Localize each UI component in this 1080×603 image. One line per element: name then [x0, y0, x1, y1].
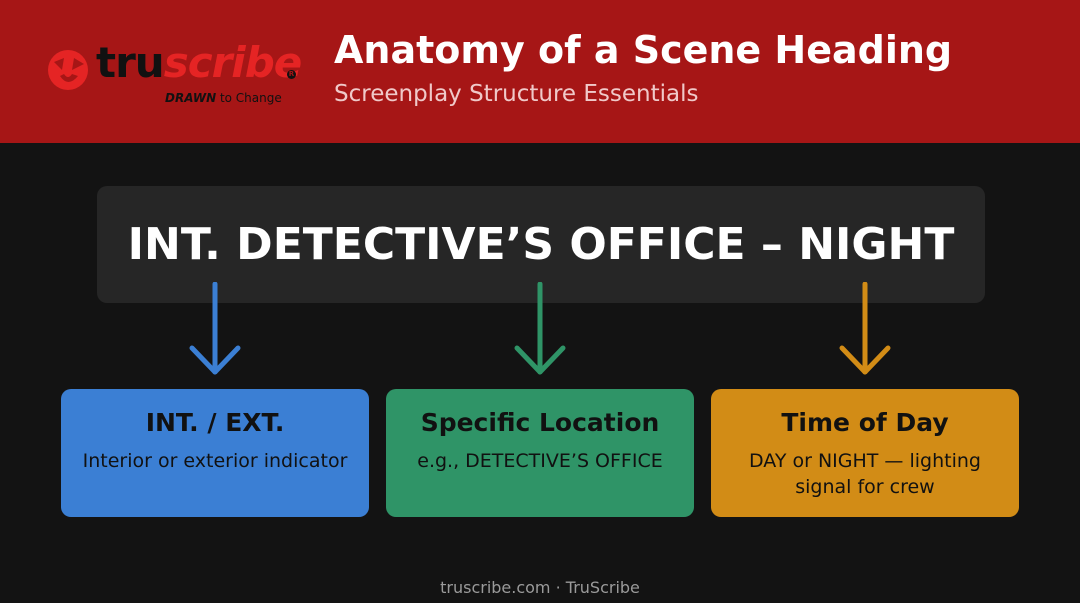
- page-title: Anatomy of a Scene Heading: [334, 28, 953, 72]
- page-subtitle: Screenplay Structure Essentials: [334, 81, 699, 107]
- part-card-location: Specific Location e.g., DETECTIVE’S OFFI…: [386, 389, 694, 517]
- truscribe-logo: truscribe R DRAWN to Change: [44, 38, 304, 114]
- part-card-title: INT. / EXT.: [145, 408, 285, 437]
- truscribe-logo-mark-icon: [48, 50, 88, 90]
- part-card-time-of-day: Time of Day DAY or NIGHT — lighting sign…: [711, 389, 1019, 517]
- arrow-down-icon: [189, 282, 241, 375]
- logo-tagline-bold: DRAWN: [165, 91, 217, 105]
- logo-word-tru: tru: [96, 38, 165, 87]
- arrow-down-icon: [839, 282, 891, 375]
- logo-tagline: DRAWN to Change: [165, 91, 282, 105]
- scene-heading-text: INT. DETECTIVE’S OFFICE – NIGHT: [127, 219, 955, 270]
- header-banner: truscribe R DRAWN to Change Anatomy of a…: [0, 0, 1080, 143]
- registered-mark-icon: R: [287, 70, 296, 79]
- part-card-description: Interior or exterior indicator: [82, 450, 348, 472]
- logo-tagline-rest: to Change: [216, 91, 282, 105]
- part-card-int-ext: INT. / EXT. Interior or exterior indicat…: [61, 389, 369, 517]
- logo-word-scribe: scribe: [163, 38, 303, 87]
- part-card-title: Specific Location: [420, 408, 660, 437]
- footer-credit: truscribe.com · TruScribe: [440, 578, 640, 597]
- part-card-description: e.g., DETECTIVE’S OFFICE: [417, 450, 663, 472]
- arrow-down-icon: [514, 282, 566, 375]
- logo-wordmark: truscribe: [96, 38, 303, 87]
- part-card-title: Time of Day: [781, 408, 949, 437]
- part-card-description: DAY or NIGHT — lighting signal for crew: [749, 450, 981, 498]
